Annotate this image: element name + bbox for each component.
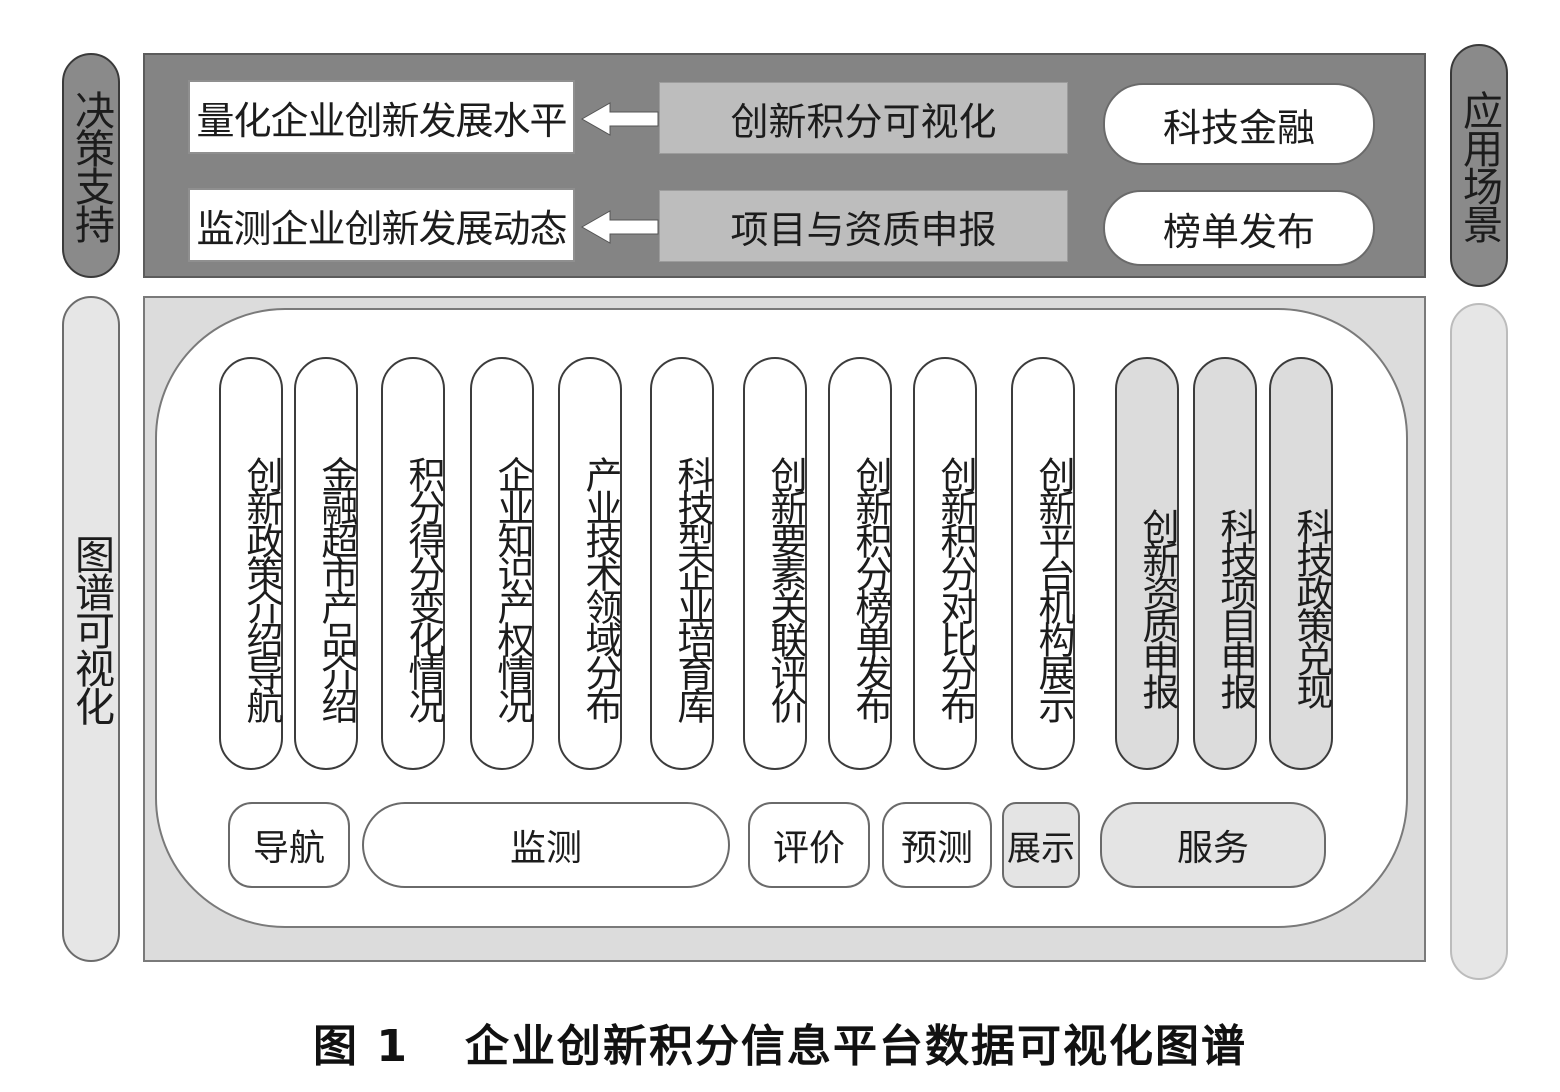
feature-pill: 创新要素关联评价 bbox=[743, 357, 807, 770]
outcome-box-monitor: 监测企业创新发展动态 bbox=[188, 188, 575, 262]
side-label-graph-visualization: 图谱可视化 bbox=[62, 296, 120, 962]
feature-pill: 创新资质申报 bbox=[1115, 357, 1179, 770]
feature-pill: 科技项目申报 bbox=[1193, 357, 1257, 770]
outcome-box-quantify: 量化企业创新发展水平 bbox=[188, 80, 575, 154]
feature-pill: 科技型企业培育库 bbox=[650, 357, 714, 770]
side-label-application-scenarios: 应用场景 bbox=[1450, 44, 1508, 287]
arrow-left-icon bbox=[580, 102, 659, 136]
category-evaluation: 评价 bbox=[748, 802, 870, 888]
module-box-project-qualification: 项目与资质申报 bbox=[659, 190, 1068, 262]
category-monitoring: 监测 bbox=[362, 802, 730, 888]
feature-pill: 金融超市产品介绍 bbox=[294, 357, 358, 770]
feature-pill: 科技政策兑现 bbox=[1269, 357, 1333, 770]
category-display: 展示 bbox=[1002, 802, 1080, 888]
feature-pill: 创新平台机构展示 bbox=[1011, 357, 1075, 770]
side-label-decision-support: 决策支持 bbox=[62, 53, 120, 278]
category-navigation: 导航 bbox=[228, 802, 350, 888]
arrow-left-icon bbox=[580, 210, 659, 244]
figure-caption: 图 1 企业创新积分信息平台数据可视化图谱 bbox=[0, 1012, 1560, 1072]
feature-pill: 企业知识产权情况 bbox=[470, 357, 534, 770]
category-service: 服务 bbox=[1100, 802, 1326, 888]
feature-pill: 创新政策介绍导航 bbox=[219, 357, 283, 770]
figure-title: 企业创新积分信息平台数据可视化图谱 bbox=[464, 1021, 1247, 1072]
scenario-pill-tech-finance: 科技金融 bbox=[1103, 83, 1375, 165]
side-bar-right-empty bbox=[1450, 303, 1508, 980]
scenario-pill-ranking-release: 榜单发布 bbox=[1103, 190, 1375, 266]
feature-pill: 创新积分对比分布 bbox=[913, 357, 977, 770]
module-box-integral-visualization: 创新积分可视化 bbox=[659, 82, 1068, 154]
feature-pill: 积分得分变化情况 bbox=[381, 357, 445, 770]
feature-pill: 产业技术领域分布 bbox=[558, 357, 622, 770]
category-prediction: 预测 bbox=[882, 802, 992, 888]
figure-number: 图 1 bbox=[313, 1021, 409, 1072]
feature-pill: 创新积分榜单发布 bbox=[828, 357, 892, 770]
